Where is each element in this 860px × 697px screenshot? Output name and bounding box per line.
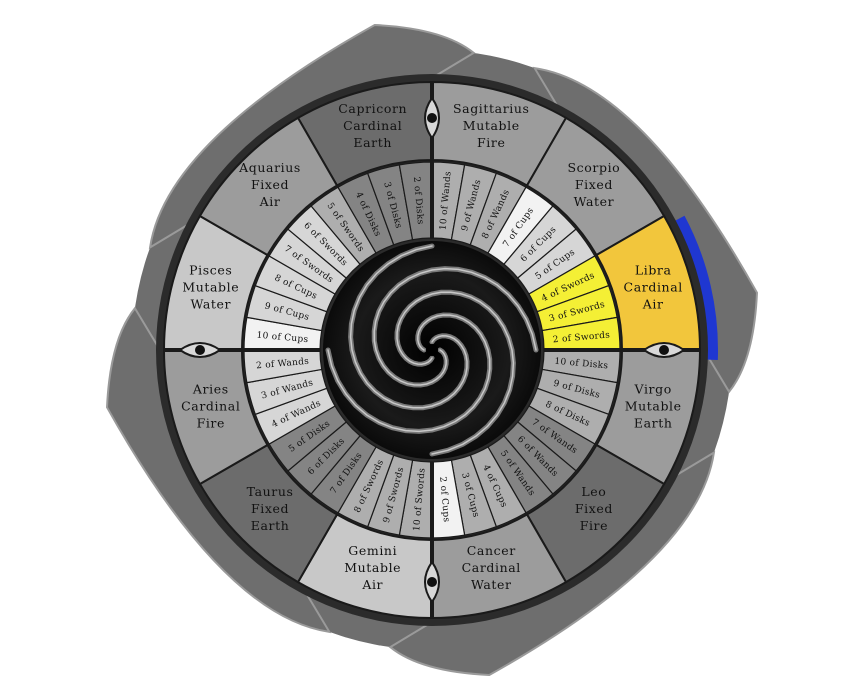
sign-label-line: Fixed [251,177,289,192]
sign-label-line: Mutable [625,398,682,413]
sign-label-line: Water [574,194,615,209]
vortex-arm-highlight [349,245,468,409]
card-label: 2 of Swords [552,330,610,345]
card-label: 10 of Cups [256,331,309,345]
sign-label-line: Gemini [348,543,397,558]
sign-label-line: Capricorn [338,101,407,116]
card-sector: 10 of Cups [243,316,323,351]
sign-label-line: Cardinal [181,398,240,413]
vortex-swirl-icon [325,243,539,457]
sign-label-line: Water [471,577,512,592]
eye-pupil [427,113,437,123]
eye-pupil [659,345,669,355]
sign-label-line: Sagittarius [453,101,530,116]
sign-label-line: Aries [192,381,229,396]
sign-label-line: Taurus [247,484,294,499]
sign-label-line: Libra [635,263,672,278]
sign-label-line: Pisces [189,263,232,278]
vortex-core [426,344,438,356]
sign-label-line: Water [190,297,231,312]
card-sector: 4 of Cups [469,446,527,528]
sign-label-line: Fixed [575,177,613,192]
vortex-arm-highlight [327,314,491,433]
sign-label-line: Aquarius [238,160,301,175]
eye-pupil [427,577,437,587]
sign-label-line: Fixed [575,501,613,516]
card-sector: 2 of Cups [431,459,466,539]
sign-sector-fill [198,116,339,257]
card-label: 2 of Disks [411,176,425,225]
sign-label-line: Air [642,297,664,312]
sign-label-line: Cardinal [343,118,402,133]
card-label: 2 of Cups [437,476,451,523]
sign-label-line: Fire [580,518,608,533]
sign-label-line: Mutable [463,118,520,133]
sign-label-line: Air [259,194,281,209]
sign-label-line: Fire [477,135,505,150]
sign-label-line: Cardinal [624,280,683,295]
libra-virgo-marker-eye-icon [642,342,686,358]
card-sector: 3 of Disks [366,164,414,246]
capricorn-sagittarius-marker-eye-icon [424,96,440,140]
card-sector: 9 of Cups [246,284,328,332]
sign-label-line: Cancer [467,543,516,558]
card-sector: 3 of Cups [450,454,498,536]
sign-label-line: Earth [353,135,392,150]
card-sector: 3 of Wands [246,368,328,416]
sign-label-line: Earth [634,415,673,430]
sign-label-line: Mutable [344,560,401,575]
sign-label-line: Cardinal [462,560,521,575]
card-sector: 10 of Disks [541,349,621,384]
sign-label-line: Mutable [182,280,239,295]
card-sector: 3 of Swords [536,284,618,332]
eye-pupil [195,345,205,355]
sign-label-line: Fixed [251,501,289,516]
sign-label-line: Fire [197,415,225,430]
axis-markers [164,82,700,618]
sign-label-line: Scorpio [568,160,621,175]
center-vortex [321,239,543,461]
vortex-arm-highlight [373,267,537,386]
vortex-arm-highlight [396,291,515,455]
card-sector: 2 of Wands [243,349,323,384]
sign-label-line: Virgo [634,381,672,396]
gemini-cancer-marker-eye-icon [424,560,440,604]
card-sector: 2 of Swords [541,316,621,351]
card-label: 10 of Disks [554,357,609,372]
card-label: 2 of Wands [256,357,310,372]
sign-label-line: Earth [251,518,290,533]
card-sector: 9 of Wands [450,164,498,246]
pisces-aries-marker-eye-icon [178,342,222,358]
card-sector: 9 of Swords [366,454,414,536]
sign-label-line: Leo [581,484,606,499]
sign-label-line: Air [361,577,383,592]
